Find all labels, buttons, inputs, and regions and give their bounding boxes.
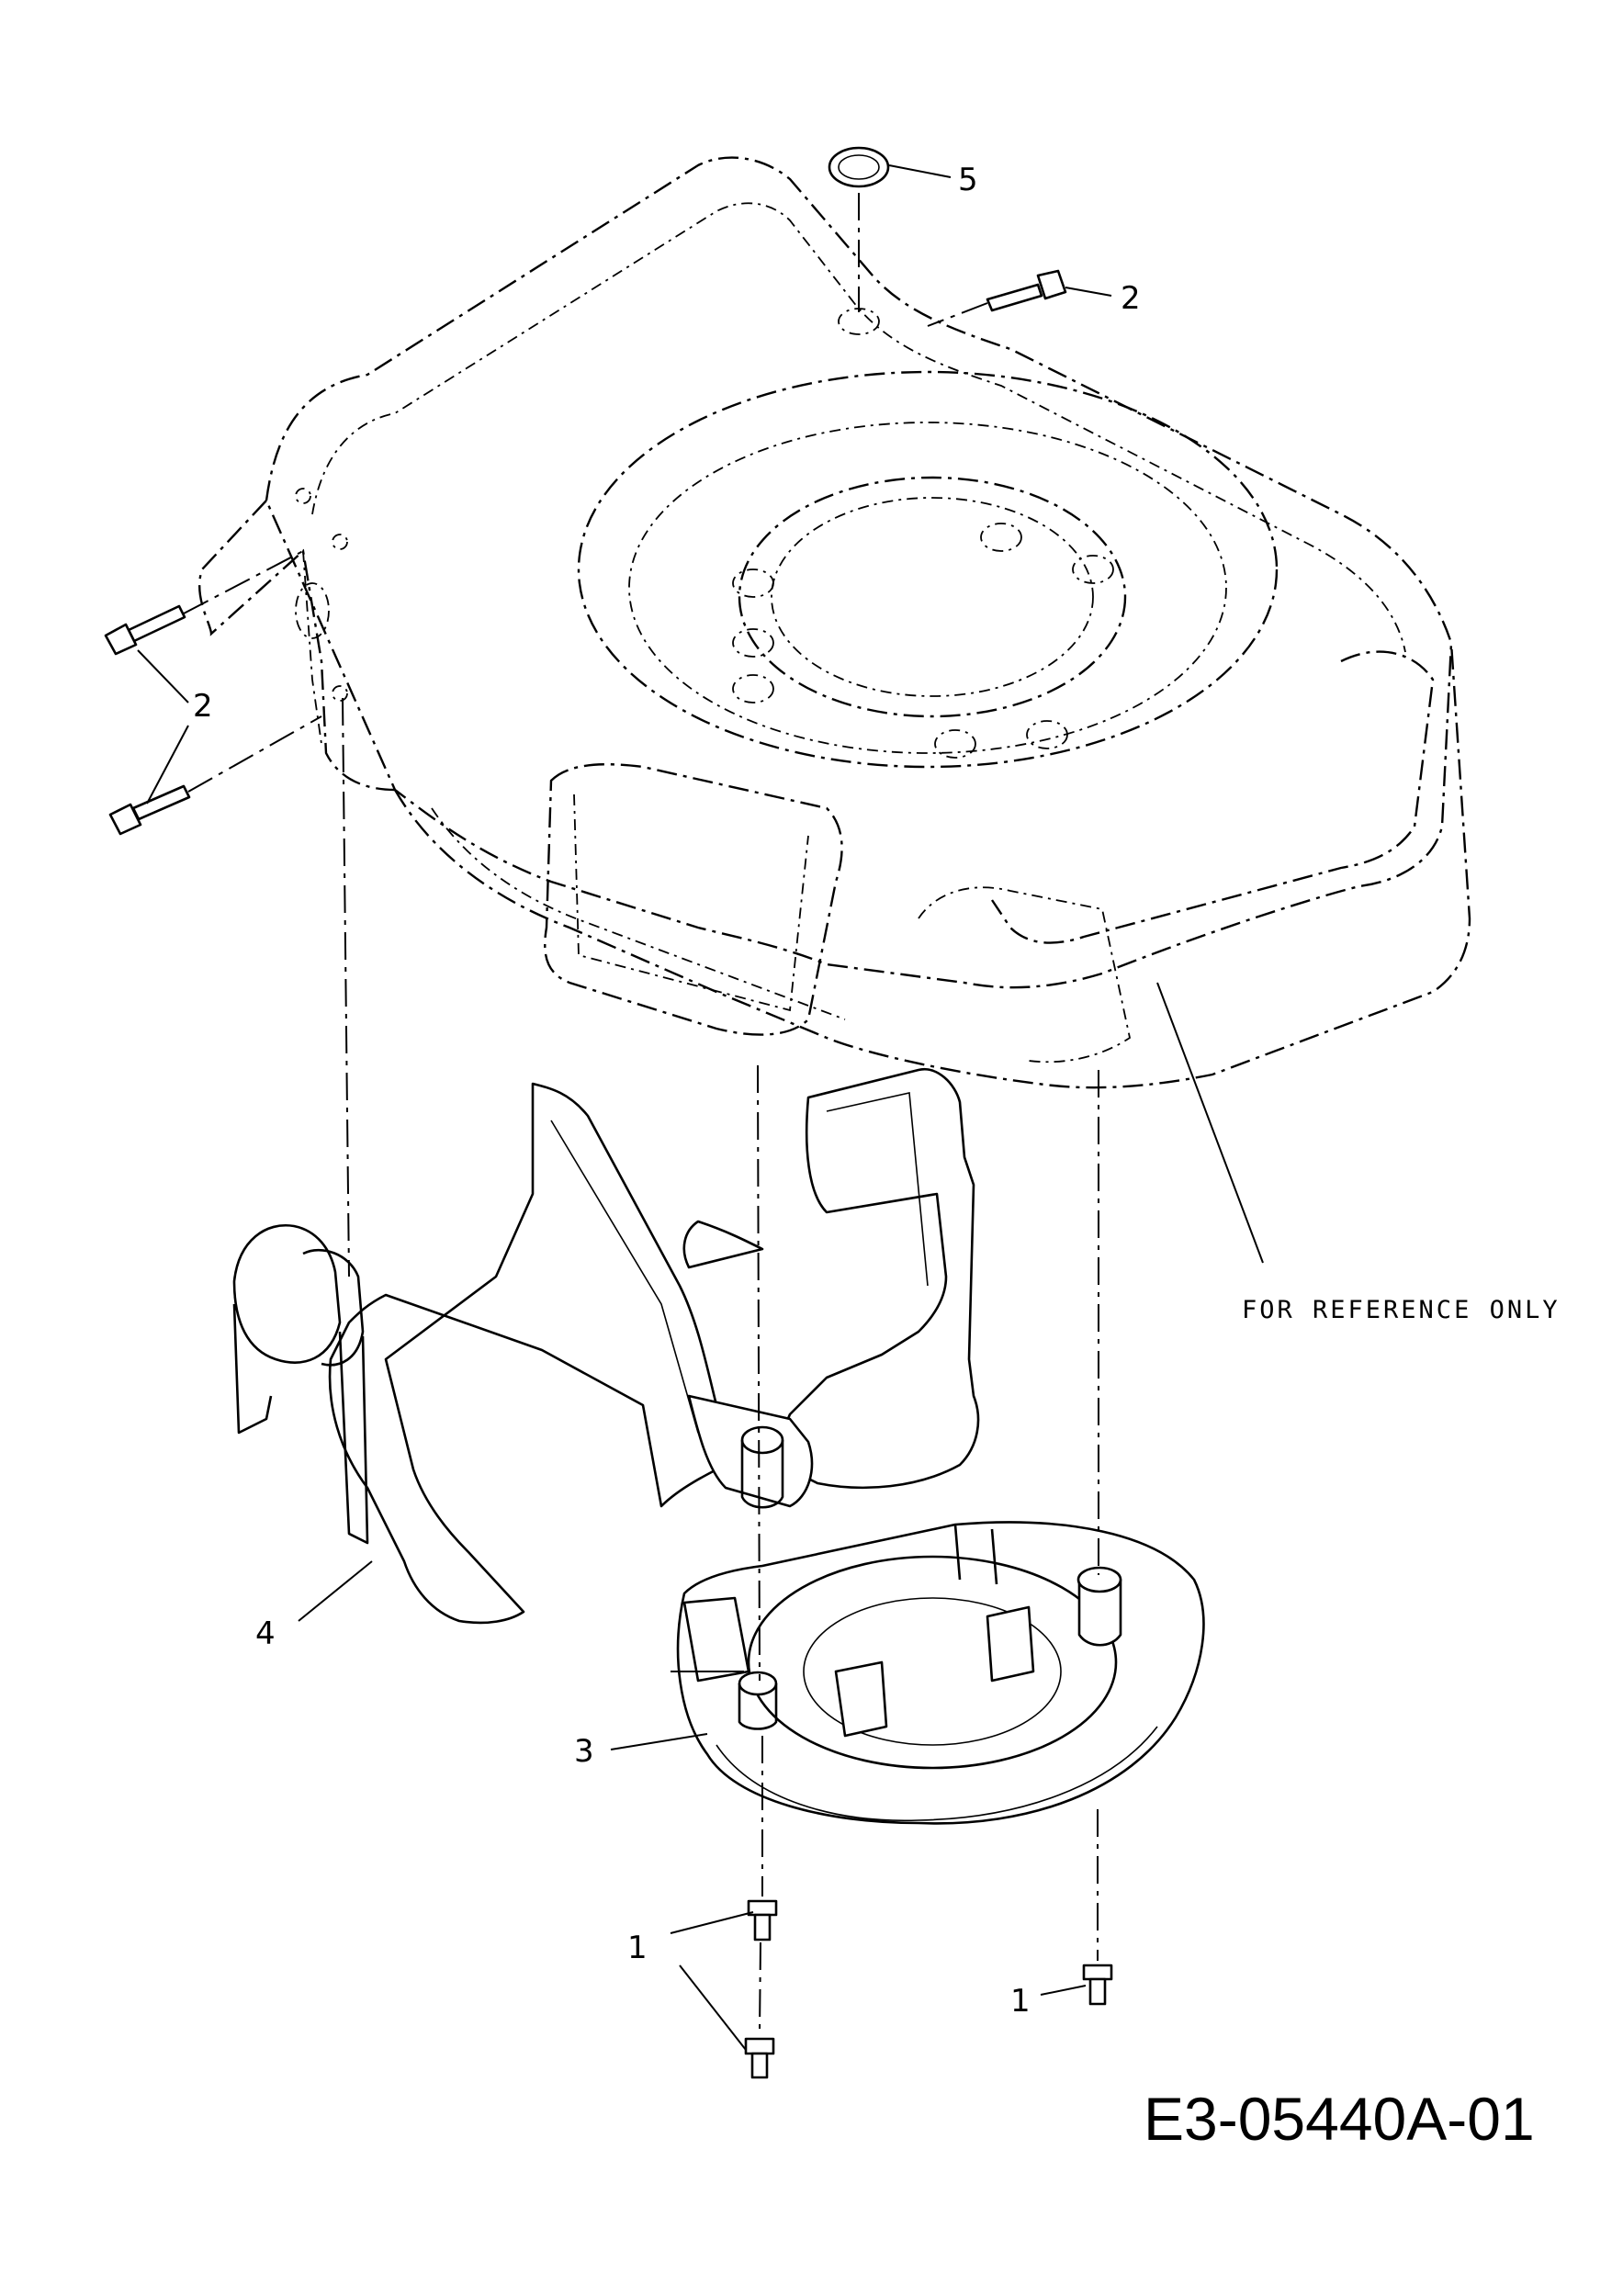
- callout-1-right: 1: [1010, 1983, 1031, 2020]
- mower-deck-reference: [198, 156, 1471, 1089]
- centerline-bolt-top: [927, 302, 988, 327]
- centerline-bolt-left-lower: [187, 715, 322, 793]
- leader-lines: [137, 164, 1264, 2051]
- drawing-number: E3-05440A-01: [1144, 2085, 1535, 2153]
- callout-5: 5: [958, 162, 978, 198]
- part-1-screw-center: [747, 1899, 778, 1941]
- callout-2-left: 2: [193, 688, 213, 725]
- part-2-bolt-left-lower: [108, 784, 191, 836]
- centerline-bolt-left-upper: [183, 550, 304, 614]
- baffle-post-right: [1076, 1566, 1122, 1647]
- callout-1-center: 1: [627, 1930, 648, 1966]
- baffle-post-left: [738, 1671, 778, 1730]
- part-5-plug: [828, 146, 890, 188]
- callout-3: 3: [574, 1733, 594, 1770]
- part-1-screw-lower: [744, 2037, 775, 2079]
- deflector-shield: [682, 1067, 980, 1509]
- callout-2-top: 2: [1121, 280, 1141, 317]
- centerlines: [342, 697, 1099, 2035]
- part-2-bolt-left-upper: [104, 604, 186, 656]
- reference-note: FOR REFERENCE ONLY: [1242, 1296, 1561, 1324]
- part-3-baffle: [676, 1521, 1205, 1825]
- part-4-discharge-chute: [232, 1082, 737, 1625]
- callout-4: 4: [255, 1615, 276, 1652]
- part-1-screw-right: [1082, 1964, 1113, 2006]
- part-2-bolt-top: [986, 269, 1067, 312]
- baffle-tab-center: [834, 1605, 1035, 1738]
